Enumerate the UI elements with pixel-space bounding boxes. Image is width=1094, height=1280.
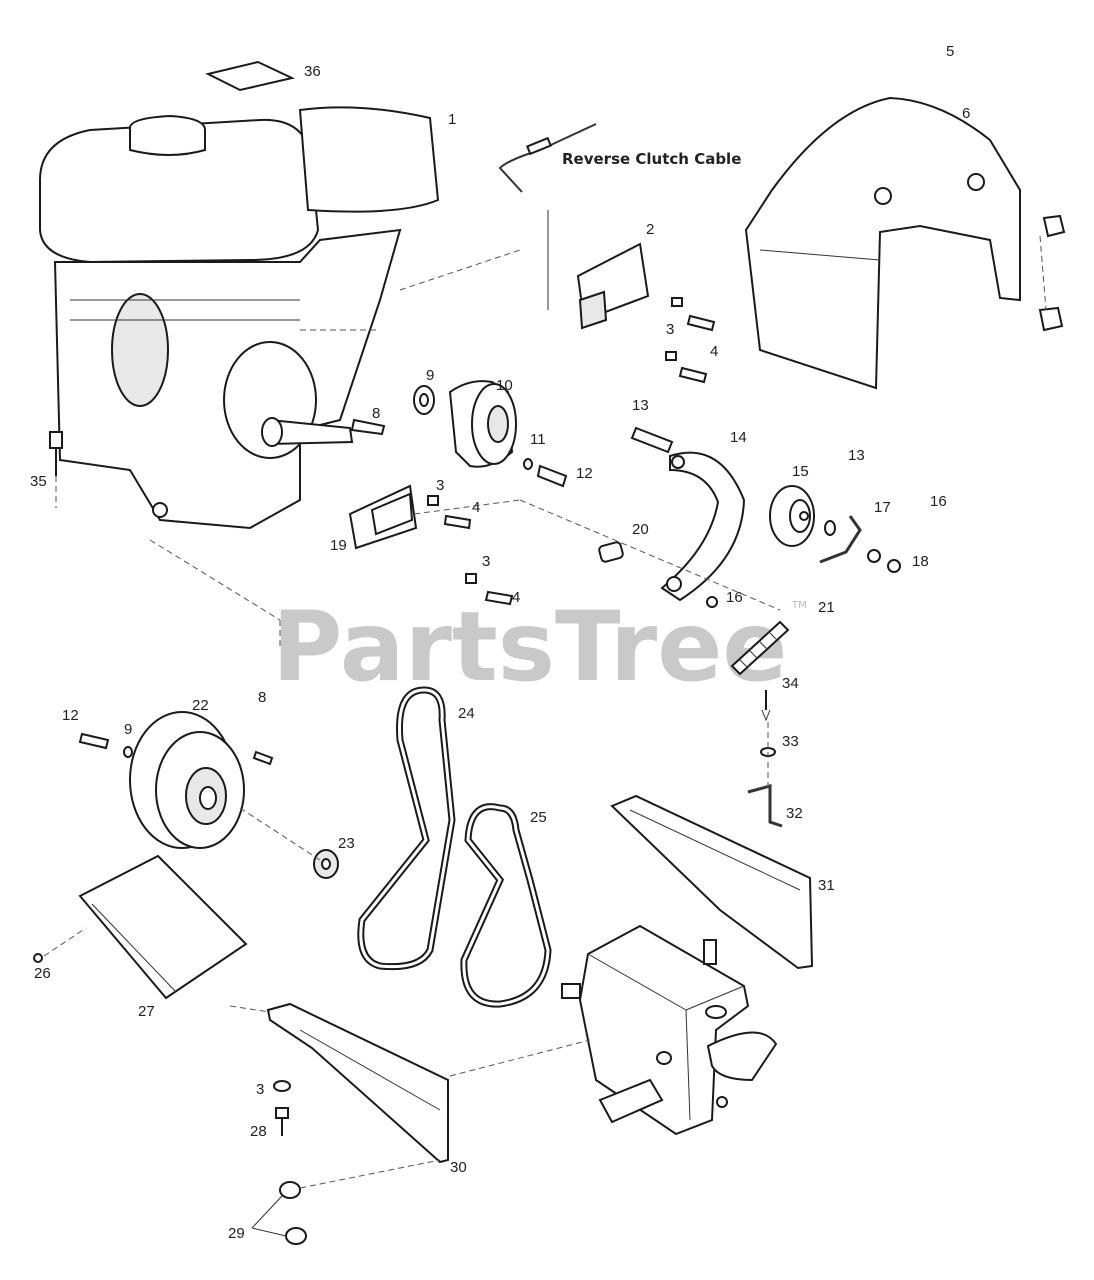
decal-part	[205, 60, 296, 92]
callout-30: 30	[450, 1159, 467, 1176]
belt-24	[357, 686, 456, 971]
callout-26: 26	[34, 965, 51, 982]
callout-27: 27	[138, 1003, 155, 1020]
callout-11: 11	[530, 431, 546, 448]
callout-23: 23	[338, 835, 355, 852]
callout-22: 22	[192, 697, 209, 714]
callout-19: 19	[330, 537, 347, 554]
callout-5: 5	[946, 43, 954, 60]
bracket-19	[348, 484, 514, 606]
callout-29: 29	[228, 1225, 245, 1242]
callout-13-b: 13	[848, 447, 865, 464]
callout-3-a: 3	[666, 321, 674, 338]
callout-13-a: 13	[632, 397, 649, 414]
idler-pulley-15	[769, 485, 901, 573]
callout-3-d: 3	[256, 1081, 264, 1098]
bolt-35	[49, 431, 63, 508]
callout-14: 14	[730, 429, 747, 446]
callout-34: 34	[782, 675, 799, 692]
callout-10: 10	[496, 377, 513, 394]
belt-25	[460, 803, 552, 1008]
reverse-clutch-cable-label: Reverse Clutch Cable	[562, 150, 741, 168]
callout-labels: 36 1 5 6 2 3 4 9 10 8 11 12 13 14 13 15 …	[30, 43, 970, 1242]
callout-4-c: 4	[512, 589, 520, 606]
callout-33: 33	[782, 733, 799, 750]
idler-arm-14	[598, 426, 746, 608]
engine-part	[39, 106, 440, 530]
callout-12-b: 12	[62, 707, 79, 724]
assembly-guide-lines	[149, 249, 781, 1077]
callout-35: 35	[30, 473, 47, 490]
callout-31: 31	[818, 877, 835, 894]
callout-1: 1	[448, 111, 456, 128]
engine-pulley-10	[350, 380, 568, 488]
watermark: PartsTree	[272, 591, 787, 703]
callout-6: 6	[962, 105, 970, 122]
callout-12-a: 12	[576, 465, 593, 482]
callout-2: 2	[646, 221, 654, 238]
spring-21	[730, 620, 790, 676]
callout-16-b: 16	[726, 589, 743, 606]
washer-23	[313, 849, 339, 879]
callout-17: 17	[874, 499, 891, 516]
transmission-part	[561, 924, 778, 1136]
bracket-2	[547, 210, 716, 384]
callout-8-a: 8	[372, 405, 380, 422]
drive-pulley-22	[78, 711, 274, 849]
callout-4-b: 4	[472, 499, 480, 516]
callout-36: 36	[304, 63, 321, 80]
bracket-31	[610, 690, 814, 970]
callout-28: 28	[250, 1123, 267, 1140]
callout-9-a: 9	[426, 367, 434, 384]
trademark: TM	[791, 600, 807, 611]
reverse-clutch-cable-part	[498, 123, 597, 193]
callout-16-a: 16	[930, 493, 947, 510]
plate-27	[33, 854, 248, 1000]
callout-32: 32	[786, 805, 803, 822]
callout-4-a: 4	[710, 343, 718, 360]
belt-guard-6	[744, 96, 1066, 390]
callout-18: 18	[912, 553, 929, 570]
callout-20: 20	[632, 521, 649, 538]
callout-8-b: 8	[258, 689, 266, 706]
callout-24: 24	[458, 705, 475, 722]
callout-21: 21	[818, 599, 835, 616]
callout-15: 15	[792, 463, 809, 480]
callout-3-b: 3	[436, 477, 444, 494]
callout-9-b: 9	[124, 721, 132, 738]
callout-25: 25	[530, 809, 547, 826]
bracket-30	[251, 1002, 449, 1245]
callout-3-c: 3	[482, 553, 490, 570]
